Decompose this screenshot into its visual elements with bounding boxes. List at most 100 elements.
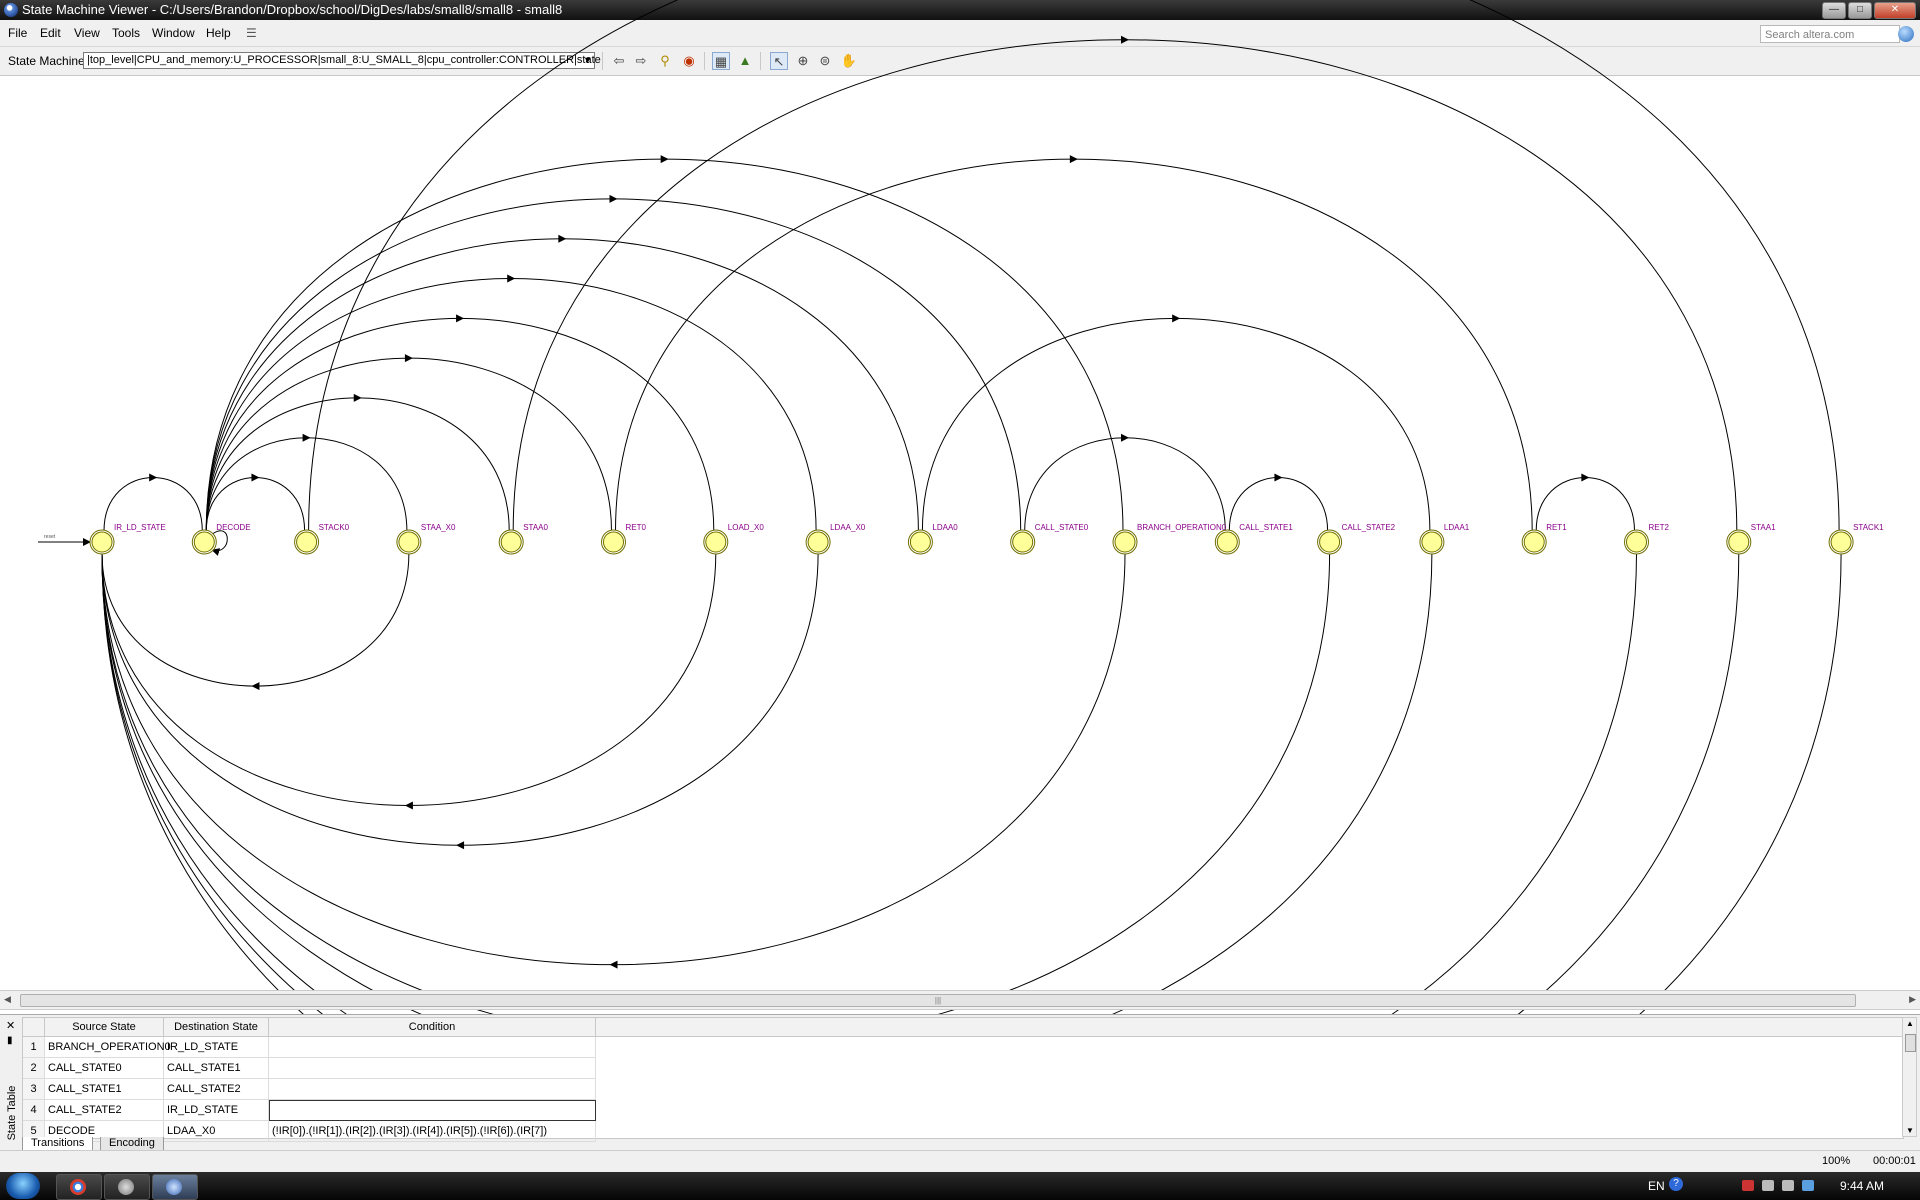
state-circle[interactable] — [1626, 531, 1647, 553]
state-circle[interactable] — [1523, 531, 1545, 553]
find-icon[interactable]: ⚲ — [660, 53, 670, 68]
transition-edge[interactable] — [205, 437, 408, 532]
state-node[interactable]: STAA_X0 — [396, 523, 456, 555]
table-row[interactable]: 5 DECODE LDAA_X0 (!IR[0]).(!IR[1]).(IR[2… — [23, 1121, 596, 1142]
menu-view[interactable]: View — [74, 26, 100, 40]
transition-edge[interactable] — [101, 552, 1331, 1045]
state-node[interactable]: LDAA_X0 — [805, 523, 866, 555]
condition-cell[interactable] — [269, 1079, 596, 1100]
state-circle[interactable] — [909, 531, 931, 553]
forward-icon[interactable]: ⇨ — [635, 53, 647, 68]
zoom-fit-icon[interactable]: ⊜ — [819, 53, 831, 68]
menu-edit[interactable]: Edit — [40, 26, 61, 40]
menu-help[interactable]: Help — [206, 26, 231, 40]
state-circle[interactable] — [603, 531, 624, 553]
transition-edge[interactable] — [101, 552, 1740, 1200]
state-node[interactable]: RET0 — [601, 523, 647, 555]
state-circle[interactable] — [91, 531, 113, 553]
state-node[interactable]: STAA1 — [1726, 523, 1776, 555]
state-node[interactable]: STACK1 — [1828, 523, 1884, 555]
vertical-scrollbar[interactable]: ▲ ▼ — [1902, 1017, 1917, 1137]
state-node[interactable]: RET2 — [1624, 523, 1670, 555]
transition-edge[interactable] — [101, 552, 819, 846]
back-icon[interactable]: ⇦ — [613, 53, 625, 68]
transition-edge[interactable] — [205, 238, 919, 532]
state-circle[interactable] — [296, 531, 318, 553]
volume-icon[interactable] — [1782, 1180, 1794, 1191]
network-icon[interactable] — [1762, 1180, 1774, 1191]
state-circle[interactable] — [398, 531, 420, 553]
scroll-right-icon[interactable]: ▶ — [1909, 994, 1916, 1004]
condition-cell[interactable] — [269, 1058, 596, 1079]
state-circle[interactable] — [1830, 531, 1852, 553]
transition-edge[interactable] — [615, 158, 1533, 532]
state-node[interactable]: IR_LD_STATE — [89, 523, 166, 555]
transition-edge[interactable] — [205, 198, 1022, 532]
tab-encoding[interactable]: Encoding — [100, 1137, 164, 1151]
scroll-left-icon[interactable]: ◀ — [4, 994, 11, 1004]
help-icon[interactable]: ? — [1669, 1177, 1683, 1191]
transition-edge[interactable] — [308, 0, 1840, 532]
table-row[interactable]: 2 CALL_STATE0 CALL_STATE1 — [23, 1058, 596, 1079]
language-indicator[interactable]: EN — [1648, 1179, 1665, 1193]
globe-icon[interactable] — [1898, 26, 1914, 42]
state-circle[interactable] — [1728, 531, 1750, 553]
transition-edge[interactable] — [205, 278, 817, 532]
menu-file[interactable]: File — [8, 26, 28, 40]
close-icon[interactable]: ✕ — [6, 1020, 16, 1032]
state-node[interactable]: CALL_STATE2 — [1317, 523, 1396, 555]
condition-cell-selected[interactable] — [269, 1100, 596, 1121]
state-circle[interactable] — [1114, 531, 1136, 553]
dropbox-icon[interactable] — [1802, 1180, 1814, 1191]
state-node[interactable]: BRANCH_OPERATION0 — [1112, 523, 1227, 555]
state-circle[interactable] — [1421, 531, 1443, 553]
transition-edge[interactable] — [512, 39, 1738, 532]
transition-edge[interactable] — [205, 397, 510, 532]
minimize-button[interactable]: — — [1822, 2, 1846, 19]
horizontal-scrollbar[interactable]: ◀ ||| ▶ — [0, 990, 1920, 1010]
table-row[interactable]: 1 BRANCH_OPERATION0 IR_LD_STATE — [23, 1037, 596, 1058]
state-circle[interactable] — [193, 531, 215, 553]
transition-edge[interactable] — [101, 552, 717, 806]
table-row[interactable]: 3 CALL_STATE1 CALL_STATE2 — [23, 1079, 596, 1100]
state-node[interactable]: LOAD_X0 — [703, 523, 765, 555]
pan-hand-icon[interactable]: ✋ — [840, 53, 858, 68]
state-node[interactable]: STACK0 — [294, 523, 350, 555]
transition-edge[interactable] — [205, 158, 1124, 532]
search-input[interactable]: Search altera.com — [1760, 25, 1900, 43]
start-button[interactable] — [6, 1173, 40, 1199]
state-node[interactable]: DECODE — [191, 523, 251, 555]
state-circle[interactable] — [705, 531, 727, 553]
highlight-icon[interactable]: ◉ — [683, 53, 695, 68]
pin-icon[interactable]: ▮ — [7, 1035, 13, 1046]
state-circle[interactable] — [1012, 531, 1034, 553]
transition-edge[interactable] — [205, 318, 715, 532]
menu-tools[interactable]: Tools — [112, 26, 141, 40]
state-circle[interactable] — [1216, 531, 1238, 553]
table-row[interactable]: 4 CALL_STATE2 IR_LD_STATE — [23, 1100, 596, 1121]
state-node[interactable]: LDAA0 — [907, 523, 958, 555]
scroll-thumb[interactable] — [1905, 1034, 1916, 1052]
transition-edge[interactable] — [1024, 437, 1226, 532]
transition-edge[interactable] — [101, 552, 1842, 1200]
tab-transitions[interactable]: Transitions — [22, 1137, 94, 1151]
state-machine-select[interactable]: |top_level|CPU_and_memory:U_PROCESSOR|sm… — [83, 52, 601, 69]
condition-cell[interactable] — [269, 1037, 596, 1058]
select-pointer-icon[interactable]: ↖ — [770, 52, 788, 70]
column-source-state[interactable]: Source State — [45, 1018, 164, 1036]
taskbar-chrome[interactable] — [56, 1174, 102, 1200]
scroll-up-icon[interactable]: ▲ — [1906, 1019, 1914, 1028]
transition-edge[interactable] — [921, 318, 1431, 532]
close-button[interactable]: ✕ — [1874, 2, 1916, 19]
transition-edge[interactable] — [101, 552, 1126, 965]
state-circle[interactable] — [500, 531, 522, 553]
scroll-thumb[interactable]: ||| — [20, 994, 1856, 1007]
speech-bubble-icon[interactable]: ☰ — [246, 26, 257, 40]
menu-window[interactable]: Window — [152, 26, 195, 40]
condition-cell[interactable]: (!IR[0]).(!IR[1]).(IR[2]).(IR[3]).(IR[4]… — [269, 1121, 596, 1142]
action-center-icon[interactable] — [1742, 1180, 1754, 1191]
state-node[interactable]: STAA0 — [498, 523, 549, 555]
column-condition[interactable]: Condition — [269, 1018, 596, 1036]
scroll-down-icon[interactable]: ▼ — [1906, 1126, 1914, 1135]
